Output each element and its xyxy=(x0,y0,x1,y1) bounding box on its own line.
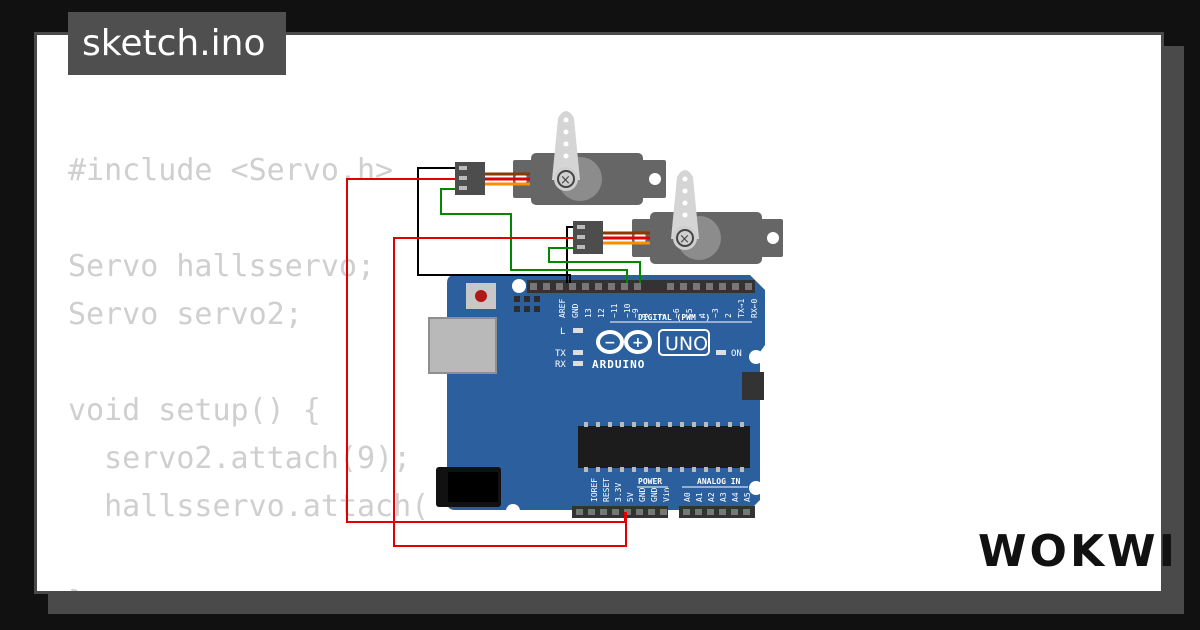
arduino-uno-board[interactable]: AREF GND 13 12 ~11 ~10 ~9 8 7 ~6 ~5 4 ~3… xyxy=(428,275,765,518)
code-line: servo2.attach(9); xyxy=(68,441,412,476)
pin-label: 8 xyxy=(641,313,650,318)
mount-hole xyxy=(506,504,520,518)
mount-hole xyxy=(512,279,526,293)
screw-icon: × xyxy=(560,173,571,188)
wokwi-logo: WOKWI xyxy=(978,526,1178,577)
pin-label: 5V xyxy=(626,492,635,502)
board-model: UNO xyxy=(665,333,708,355)
code-preview: #include <Servo.h> Servo hallsservo; Servo… xyxy=(68,147,430,591)
pin-label: A4 xyxy=(731,492,740,502)
pin-label: A2 xyxy=(707,492,716,502)
pin-label: A1 xyxy=(695,492,704,502)
icsp-header xyxy=(514,296,764,400)
logo-plus-icon: + xyxy=(632,335,644,351)
power-header xyxy=(572,506,668,518)
pin-label: A3 xyxy=(719,492,728,502)
pin-label: Vin xyxy=(662,487,671,502)
logo-minus-icon: − xyxy=(604,335,616,351)
pin-label: GND xyxy=(571,303,580,318)
pin-label: GND xyxy=(650,487,659,502)
pin-label: 13 xyxy=(584,308,593,318)
usb-connector xyxy=(428,317,497,374)
led-on xyxy=(716,350,726,355)
arduino-logo xyxy=(596,330,652,354)
pin-label: 2 xyxy=(724,313,733,318)
led-tx xyxy=(573,350,583,355)
pin-label: ~10 xyxy=(623,303,632,318)
pin-label: ~5 xyxy=(685,308,694,318)
pin-label: ~11 xyxy=(610,303,619,318)
code-line: #include <Servo.h> xyxy=(68,153,394,188)
servo-connector-2 xyxy=(573,221,603,254)
code-line: Servo servo2; xyxy=(68,297,303,332)
pin-label: AREF xyxy=(558,299,567,318)
pin-label: ~9 xyxy=(631,308,640,318)
pin-label: TX→1 xyxy=(737,299,746,318)
wire-power[interactable] xyxy=(346,178,627,547)
code-line: } xyxy=(68,579,429,591)
mount-hole xyxy=(749,350,763,364)
code-line: Servo hallsservo; xyxy=(68,249,376,284)
servo-motor-1[interactable]: × xyxy=(513,111,666,205)
servo-connector-1 xyxy=(455,162,485,195)
servo-motor-2[interactable]: × xyxy=(632,170,783,264)
pin-label: IOREF xyxy=(590,478,599,502)
power-label: POWER xyxy=(638,477,662,486)
pin-label: A5 xyxy=(743,492,752,502)
led-l xyxy=(573,328,583,333)
file-tab[interactable]: sketch.ino xyxy=(68,12,286,75)
pin-label: 4 xyxy=(698,313,707,318)
pin-label: ~3 xyxy=(711,308,720,318)
board-maker: ARDUINO xyxy=(592,358,645,371)
screw-icon: × xyxy=(679,232,690,247)
code-line: hallsservo.attach( xyxy=(68,489,430,524)
pin-label: GND xyxy=(638,487,647,502)
code-line: void setup() { xyxy=(68,393,321,428)
analog-label: ANALOG IN xyxy=(697,477,741,486)
pin-label: 7 xyxy=(659,313,668,318)
led-label: L xyxy=(560,327,565,337)
pin-label: ~6 xyxy=(672,308,681,318)
led-rx xyxy=(573,361,583,366)
pin-label: A0 xyxy=(683,492,692,502)
led-label: TX xyxy=(555,349,566,359)
led-label: RX xyxy=(555,360,566,370)
pin-label: RESET xyxy=(602,478,611,502)
servo-cable-2 xyxy=(603,231,650,245)
wire-ground[interactable] xyxy=(417,167,573,283)
servo-cable-1 xyxy=(485,172,530,186)
pin-label: RX←0 xyxy=(750,299,759,318)
digital-header-label: DIGITAL (PWM ~) xyxy=(638,313,710,322)
on-label: ON xyxy=(731,349,742,359)
wire-signal[interactable] xyxy=(440,188,641,283)
pin-label: 3.3V xyxy=(614,483,623,502)
pin-label: 12 xyxy=(597,308,606,318)
mount-hole xyxy=(749,481,763,495)
atmega-chip xyxy=(578,426,750,468)
